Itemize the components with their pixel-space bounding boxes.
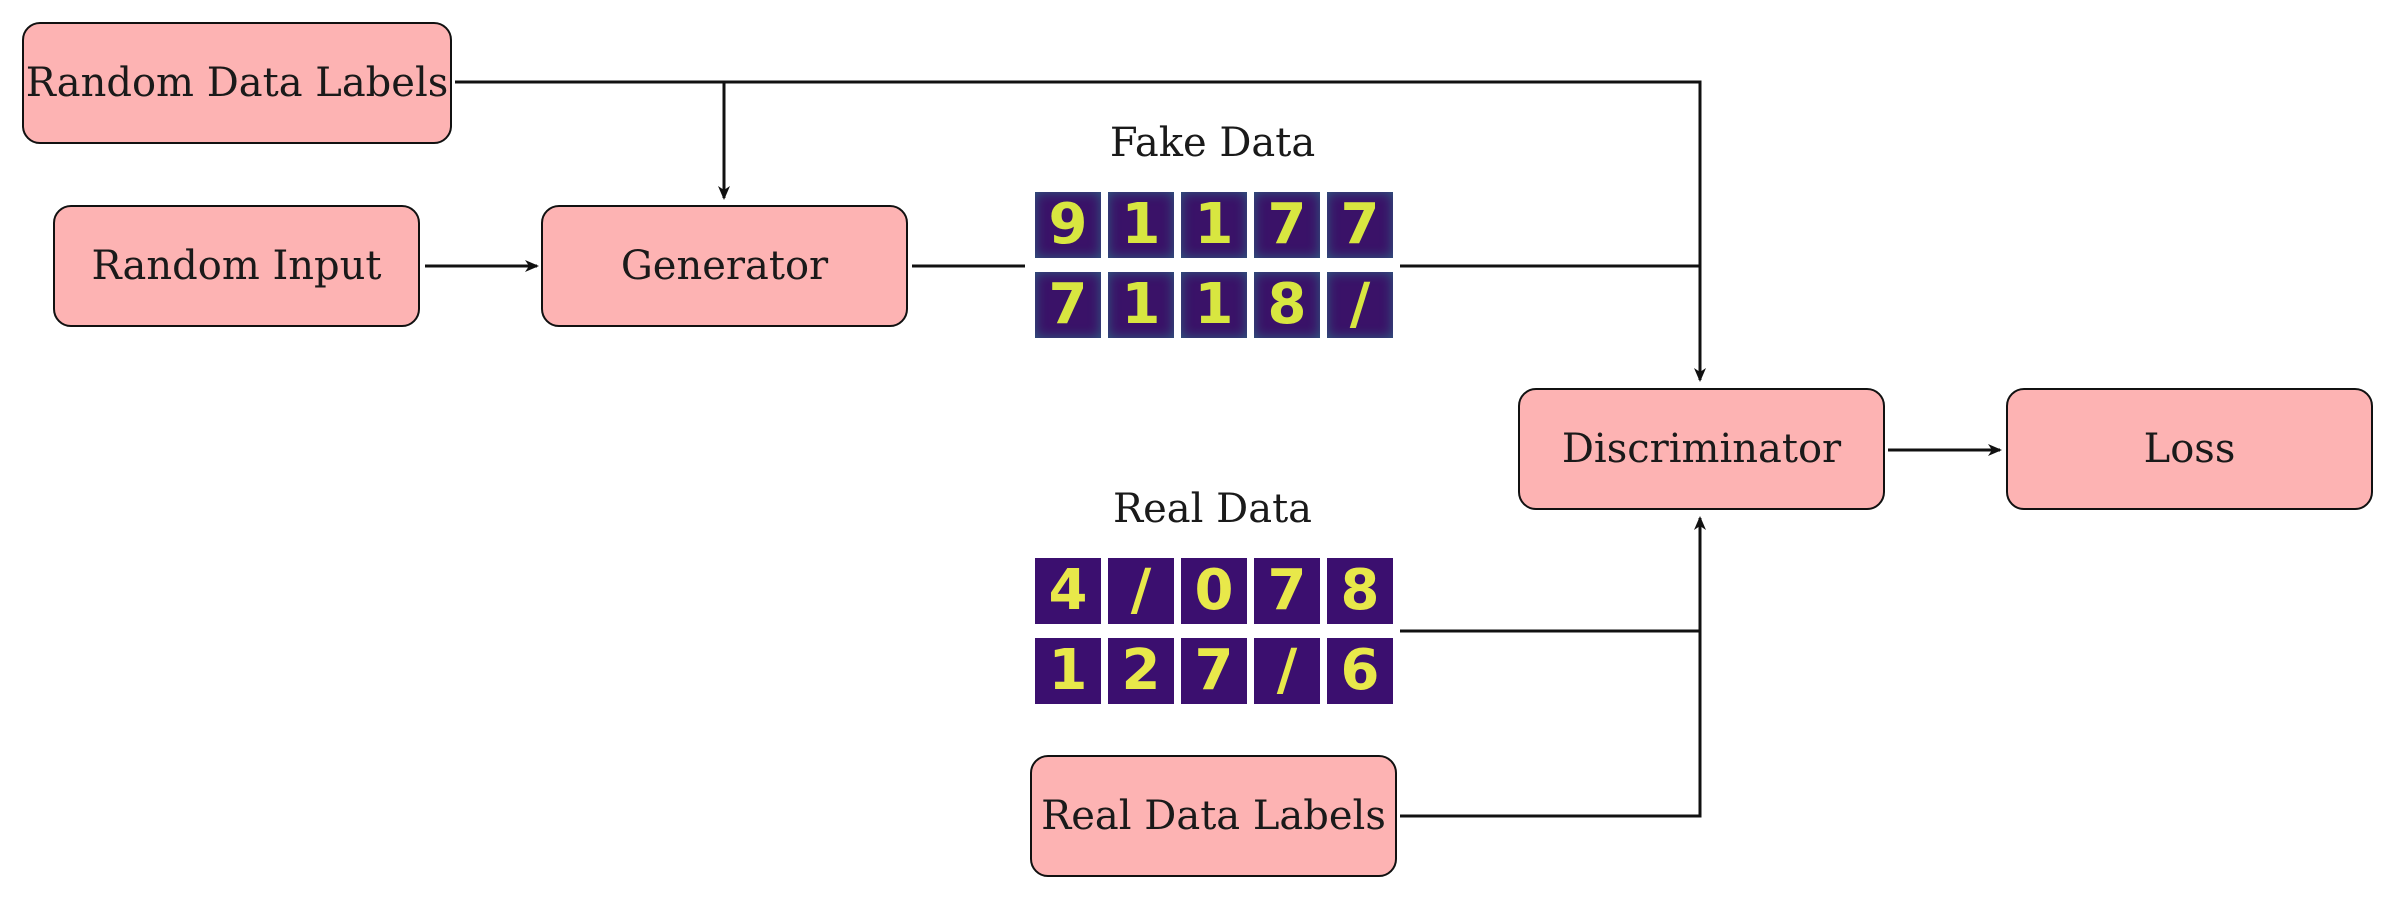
fake-digit-tile: 1 [1181,272,1247,338]
fake-digit-tile: 9 [1035,192,1101,258]
real-digit-tile: 8 [1327,558,1393,624]
discriminator-label: Discriminator [1561,426,1842,472]
fake-digit-tile: 7 [1254,192,1320,258]
random-data-labels-label: Random Data Labels [25,60,449,106]
real-digit-tile: 6 [1327,638,1393,704]
fake-digit-tile: 1 [1181,192,1247,258]
fake-digit-tile: 7 [1035,272,1101,338]
real-data-caption: Real Data [1113,486,1312,532]
real-digit-tile: 2 [1108,638,1174,704]
real-digit-tile: / [1108,558,1174,624]
random-input-node: Random Input [53,205,420,327]
real-digit-tile: 7 [1181,638,1247,704]
generator-node: Generator [541,205,908,327]
fake-digit-tile: 8 [1254,272,1320,338]
real-data-labels-node: Real Data Labels [1030,755,1397,877]
real-data-labels-label: Real Data Labels [1041,793,1386,839]
fake-data-caption: Fake Data [1109,120,1316,166]
fake-digit-tile: / [1327,272,1393,338]
fake-digit-tile: 1 [1108,192,1174,258]
random-data-labels-node: Random Data Labels [22,22,452,144]
fake-digit-tile: 1 [1108,272,1174,338]
discriminator-node: Discriminator [1518,388,1885,510]
loss-node: Loss [2006,388,2373,510]
fake-digit-tile: 7 [1327,192,1393,258]
generator-label: Generator [620,243,829,289]
loss-label: Loss [2143,426,2236,472]
edge-real-labels-to-discriminator [1400,516,1706,818]
edge-labels-to-discriminator [455,80,1706,382]
real-digit-tile: 7 [1254,558,1320,624]
real-digit-tile: 4 [1035,558,1101,624]
random-input-label: Random Input [91,243,382,289]
real-digit-tile: 0 [1181,558,1247,624]
real-digit-tile: 1 [1035,638,1101,704]
real-digit-tile: / [1254,638,1320,704]
